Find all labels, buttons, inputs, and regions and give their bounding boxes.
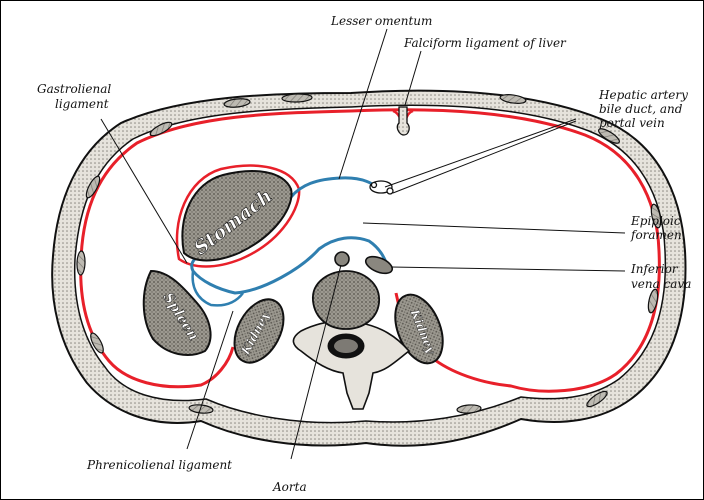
label-epiploic-1: Epiploic xyxy=(631,215,681,228)
label-lesser-omentum: Lesser omentum xyxy=(331,15,432,28)
label-phrenicolienal: Phrenicolienal ligament xyxy=(87,459,232,472)
label-hepatic-1: Hepatic artery xyxy=(599,89,688,102)
label-aorta: Aorta xyxy=(273,481,307,494)
label-gastrolienal-2: ligament xyxy=(55,98,109,111)
label-falciform-ligament: Falciform ligament of liver xyxy=(404,37,566,50)
aorta xyxy=(335,252,349,266)
falciform-ligament xyxy=(397,107,409,135)
label-epiploic-2: foramen xyxy=(631,229,682,242)
label-ivc-2: vena cava xyxy=(631,278,691,291)
hepatic-structures xyxy=(370,181,393,194)
label-hepatic-2: bile duct, and xyxy=(599,103,682,116)
label-gastrolienal-1: Gastrolienal xyxy=(37,83,111,96)
label-ivc-1: Inferior xyxy=(631,263,678,276)
label-hepatic-3: portal vein xyxy=(599,117,665,130)
